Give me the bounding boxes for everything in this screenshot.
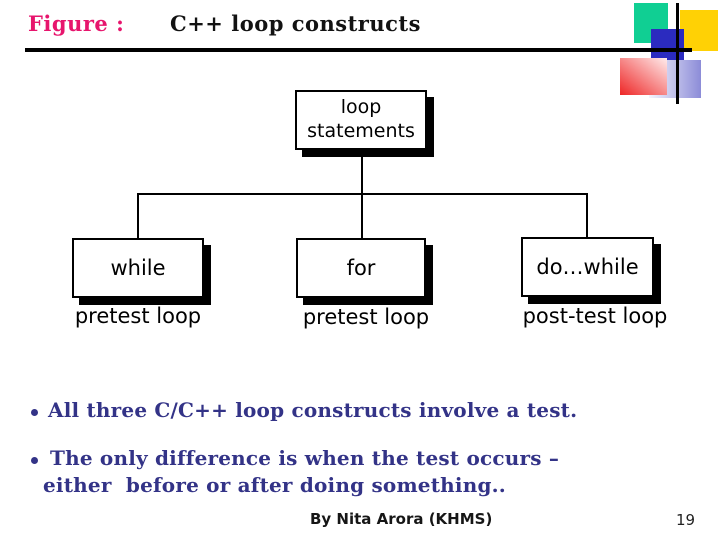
node-while: while <box>72 238 204 298</box>
bullet-dot-2 <box>31 457 38 464</box>
node-for-label: for <box>346 255 376 280</box>
title-underline <box>25 48 692 52</box>
sublabel-for-pretest: pretest loop <box>302 305 430 329</box>
node-loop-statements-line1: loop <box>340 96 382 119</box>
node-do-while-label: do…while <box>536 254 639 279</box>
decor-vertical-line <box>676 3 679 104</box>
connector-right-vertical <box>586 195 588 238</box>
node-loop-statements-line2: statements <box>307 120 415 142</box>
page-title: C++ loop constructs <box>170 11 421 36</box>
sublabel-dowhile-posttest: post-test loop <box>522 304 668 328</box>
connector-horizontal <box>137 193 588 195</box>
sublabel-while-pretest: pretest loop <box>74 304 202 328</box>
node-for: for <box>296 238 426 298</box>
decor-red-square <box>620 58 667 95</box>
decor-yellow-square <box>680 10 718 51</box>
footer-author: By Nita Arora (KHMS) <box>310 510 493 528</box>
figure-label: Figure : <box>28 11 125 36</box>
node-while-label: while <box>110 255 166 280</box>
node-loop-statements: loop statements <box>295 90 427 150</box>
bullet-2-text-line2: either before or after doing something.. <box>43 473 506 497</box>
bullet-2-text-line1: The only difference is when the test occ… <box>50 446 560 470</box>
page-number: 19 <box>676 511 696 529</box>
node-do-while: do…while <box>521 237 654 297</box>
bullet-1-text: All three C/C++ loop constructs involve … <box>48 398 578 422</box>
connector-left-vertical <box>137 195 139 238</box>
bullet-dot-1 <box>31 409 38 416</box>
